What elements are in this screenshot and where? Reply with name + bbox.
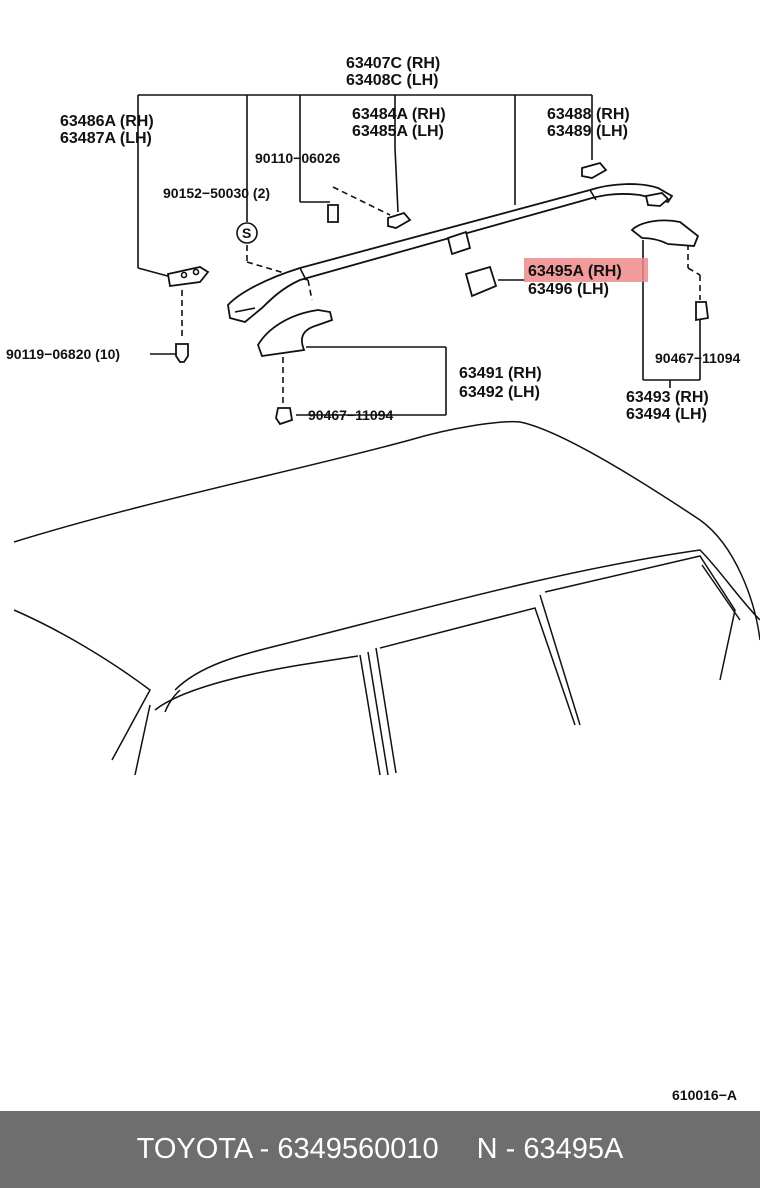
drawing-code: 610016−A [672,1087,737,1103]
vehicle-body [13,420,760,776]
rear-end-cover [630,219,700,247]
label-screw-front: 90467−11094 [308,407,393,423]
footer-bar: TOYOTA - 6349560010 N - 63495A [0,1111,760,1188]
footer-reference: N - 63495A [476,1133,624,1165]
label-s-mark: S [242,225,251,241]
label-bracket-mid-lh: 63485A (LH) [352,123,444,140]
label-screw-a: 90110−06026 [255,150,340,166]
label-bracket-rear-rh: 63488 (RH) [547,106,630,123]
label-end-cover-rear-lh: 63494 (LH) [626,406,707,423]
label-rail-rh: 63407C (RH) [346,55,440,72]
roof-rail [227,183,674,323]
rail-clip-highlighted [446,230,498,298]
label-end-cover-rear-rh: 63493 (RH) [626,389,709,406]
label-rail-lh: 63408C (LH) [346,72,438,89]
front-end-cover [257,309,334,357]
label-end-cover-front-rh: 63491 (RH) [459,365,542,382]
leader-lines [137,94,701,416]
label-clip-highlight: 63495A (RH) [528,263,622,280]
label-screw-b: 90152−50030 (2) [163,185,270,201]
bracket-front [166,266,210,288]
label-bracket-rear-lh: 63489 (LH) [547,123,628,140]
label-end-cover-front-lh: 63492 (LH) [459,384,540,401]
bracket-mid [387,211,412,229]
footer-part-number: TOYOTA - 6349560010 [136,1133,439,1165]
fasteners [175,204,710,426]
label-screw-rear: 90467−11094 [655,350,740,366]
label-front-cover-rh: 63486A (RH) [60,113,154,130]
bracket-rear [581,161,670,207]
label-clip-lh: 63496 (LH) [528,281,609,298]
label-clip-left: 90119−06820 (10) [6,346,120,362]
label-front-cover-lh: 63487A (LH) [60,130,152,147]
label-bracket-mid-rh: 63484A (RH) [352,106,446,123]
highlight-box [524,258,648,282]
callout-labels: 63407C (RH) 63408C (LH) 63486A (RH) 6348… [6,55,740,1103]
parts-diagram: 63407C (RH) 63408C (LH) 63486A (RH) 6348… [6,55,760,1103]
